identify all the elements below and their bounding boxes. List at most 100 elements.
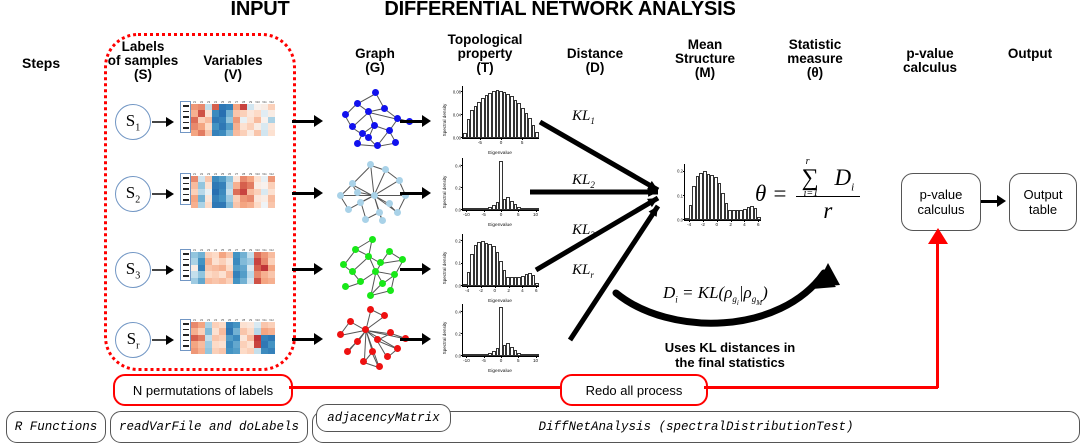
heatmap-cell — [212, 116, 219, 124]
graph-node — [362, 326, 370, 333]
heatmap-cell — [268, 258, 275, 265]
graph-node — [367, 161, 375, 169]
graph-node — [390, 271, 398, 279]
histogram-y-tick-mark — [683, 219, 685, 220]
histogram-bar — [531, 354, 536, 356]
heatmap-cell — [261, 322, 268, 329]
histogram-bar — [463, 354, 467, 356]
heatmap-cell — [254, 201, 261, 208]
histogram-bar — [477, 354, 482, 356]
heatmap-cell — [247, 110, 254, 117]
histogram-bar — [466, 208, 471, 210]
histogram-y-tick: 0.2 — [455, 185, 461, 191]
histogram-bar — [524, 354, 529, 356]
graph-node — [373, 142, 381, 149]
sample-label-sub: r — [136, 340, 140, 352]
heatmap-cell — [212, 176, 219, 183]
histogram-x-tick: 4 — [521, 288, 524, 293]
graph-node — [387, 329, 395, 337]
histogram-bar — [520, 208, 525, 210]
col-line-2: property — [457, 46, 513, 61]
histogram-y-tick: 0.4 — [455, 309, 461, 315]
output-table-box[interactable]: Output table — [1009, 173, 1077, 231]
permutations-box[interactable]: N permutations of labels — [113, 374, 293, 406]
heatmap-cell — [205, 341, 212, 348]
histogram-bar — [506, 196, 511, 210]
graph-node — [362, 215, 370, 223]
heatmap-cell — [254, 258, 261, 265]
r-function-adjacency-box: adjacencyMatrix — [316, 404, 451, 432]
pvalue-box-line-2: calculus — [917, 202, 965, 217]
heatmap-cell — [240, 123, 247, 130]
sample-label-sub: 2 — [135, 194, 141, 206]
heatmap-column-label: V3 — [206, 249, 211, 252]
heatmap-cell — [261, 277, 268, 284]
di-rho2: ρ — [743, 283, 752, 302]
histogram-bar — [470, 354, 474, 356]
heatmap-cell — [247, 116, 254, 124]
heatmap-cell — [198, 277, 205, 284]
histogram-y-tick: 0.0 — [455, 353, 461, 359]
heatmap-cell — [198, 322, 205, 329]
header-analysis: DIFFERENTIAL NETWORK ANALYSIS — [384, 0, 736, 20]
heatmap-cell — [240, 334, 247, 342]
col-line-1: p-value — [906, 46, 954, 61]
heatmap-cell — [254, 195, 261, 202]
histogram-y-tick: 0.2 — [455, 331, 461, 337]
graph-node — [357, 278, 365, 286]
histogram-x-tick: 2 — [729, 222, 732, 227]
network-graph — [332, 234, 416, 302]
arrow-pvalue-to-output — [981, 195, 1006, 207]
redo-process-box[interactable]: Redo all process — [560, 374, 708, 406]
heatmap-cell — [240, 264, 247, 272]
histogram-bar — [692, 185, 696, 220]
heatmap-column-label: V10 — [255, 173, 260, 176]
pvalue-calculus-box[interactable]: p-value calculus — [901, 173, 981, 231]
r-functions-label-box: R Functions — [6, 411, 106, 443]
output-box-line-2: table — [1028, 202, 1058, 217]
heatmap-cell — [261, 341, 268, 348]
histogram-bar — [484, 353, 489, 356]
histogram-bar — [528, 354, 532, 356]
histogram-bar — [703, 171, 707, 220]
col-line-3: (S) — [134, 67, 152, 82]
histogram-y-tick-mark — [461, 355, 463, 356]
histogram-y-tick: 0.4 — [455, 163, 461, 169]
heatmap-column-label: V11 — [262, 249, 267, 252]
heatmap-cell — [212, 277, 219, 284]
histogram-x-tick: -5 — [481, 212, 486, 217]
heatmap-cell — [219, 116, 226, 124]
heatmap-cell — [226, 252, 233, 259]
heatmap-cell — [247, 334, 254, 342]
heatmap-column-label: V6 — [227, 319, 232, 322]
heatmap-cell — [261, 104, 268, 111]
graph-node — [353, 140, 361, 148]
di-lhs-sub: i — [675, 294, 678, 305]
heatmap-cell — [240, 188, 247, 196]
histogram-bar — [470, 254, 474, 286]
heatmap-cell — [191, 129, 198, 136]
network-graph — [332, 158, 416, 226]
heatmap-cell — [212, 322, 219, 329]
heatmap-column-label: V5 — [220, 173, 225, 176]
heatmap-cell — [240, 129, 247, 136]
heatmap-cell — [247, 129, 254, 136]
sample-circle-2: S2 — [115, 176, 151, 212]
histogram-y-tick-mark — [461, 165, 463, 166]
histogram-x-tick: 0 — [715, 222, 719, 227]
histogram-bar — [466, 354, 471, 356]
heatmap-cell — [212, 252, 219, 259]
histogram-y-tick: 0.2 — [455, 238, 461, 244]
heatmap-cell — [212, 258, 219, 265]
r-functions-label: R Functions — [14, 420, 98, 434]
heatmap-cell — [240, 182, 247, 189]
histogram-bar — [495, 252, 500, 286]
histogram-bar — [470, 208, 474, 210]
heatmap-cell — [226, 129, 233, 136]
histogram-x-tick: 0 — [493, 288, 497, 293]
heatmap-cell — [240, 341, 247, 348]
histogram-x-tick-mark — [501, 356, 502, 358]
heatmap-cell — [247, 182, 254, 189]
